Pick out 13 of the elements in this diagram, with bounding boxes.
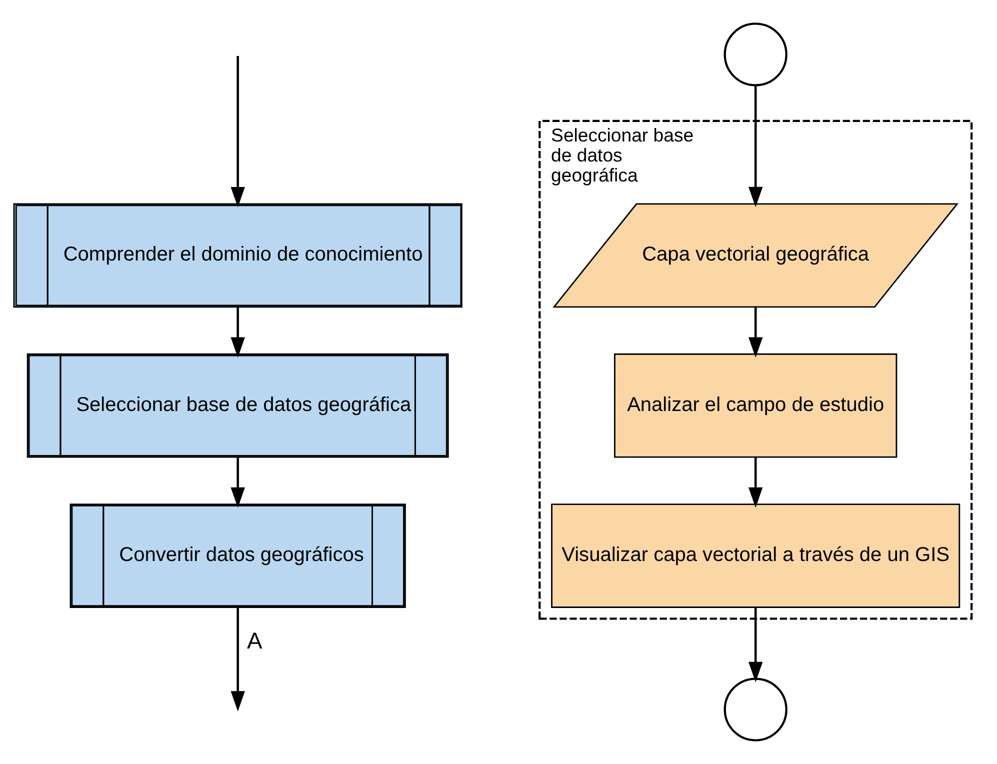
arrow — [748, 607, 763, 682]
node-box: Visualizar capa vectorial a través de un GIS — [551, 504, 960, 608]
node-circle — [724, 678, 788, 742]
edge-label: A — [246, 627, 262, 654]
arrow — [748, 86, 763, 208]
node-box: Analizar el campo de estudio — [614, 353, 898, 458]
node-circle — [724, 22, 788, 86]
arrow — [230, 56, 245, 208]
arrow — [748, 457, 763, 508]
arrow — [230, 607, 245, 712]
arrow — [230, 457, 245, 508]
arrow — [748, 307, 763, 358]
arrow — [230, 307, 245, 358]
